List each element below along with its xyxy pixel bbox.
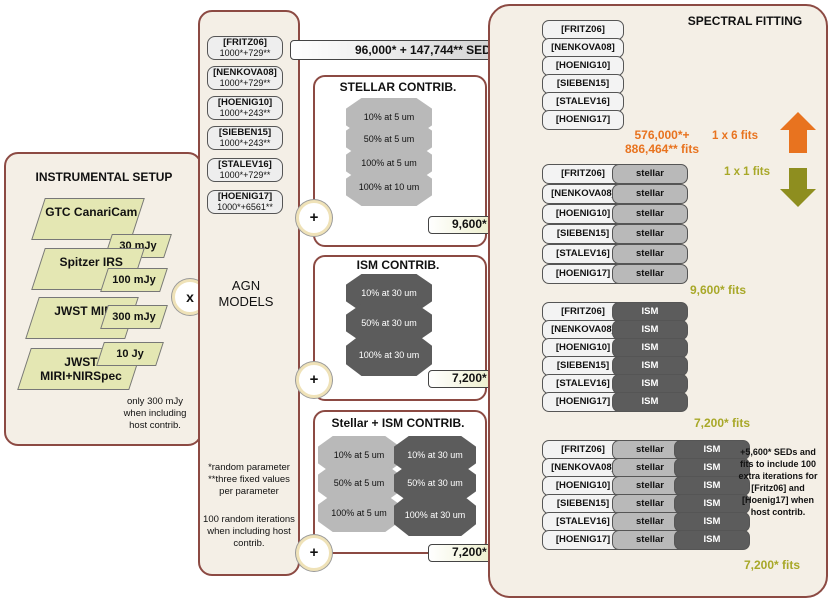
stellar-component: stellar bbox=[612, 204, 688, 224]
agn-model-fritz06: [FRITZ06]1000*+729** bbox=[207, 36, 283, 60]
spectral-model-tag: [HOENIG17] bbox=[542, 264, 624, 284]
plus-stellar: + bbox=[296, 200, 332, 236]
combo-ism-100: 100% at 30 um bbox=[394, 494, 476, 536]
spectral-model-tag: [HOENIG17] bbox=[542, 110, 624, 130]
agn-model-nenkova08: [NENKOVA08]1000*+729** bbox=[207, 66, 283, 90]
spectral-model-tag: [NENKOVA08] bbox=[542, 38, 624, 58]
arrow-up-orange-icon bbox=[780, 112, 816, 130]
ism-component: ISM bbox=[674, 530, 750, 550]
agn-model-stalev16: [STALEV16]1000*+729** bbox=[207, 158, 283, 182]
agn-model-hoenig17: [HOENIG17]1000*+6561** bbox=[207, 190, 283, 214]
plus-ism: + bbox=[296, 362, 332, 398]
ism-component: ISM bbox=[612, 374, 688, 394]
agn-model-hoenig10: [HOENIG10]1000*+243** bbox=[207, 96, 283, 120]
ism-contrib-title: ISM CONTRIB. bbox=[356, 258, 440, 272]
stellar-component: stellar bbox=[612, 184, 688, 204]
arrow-down-olive-stem bbox=[789, 168, 807, 190]
agn-legend: *random parameter **three fixed values p… bbox=[208, 462, 290, 497]
arrow-up-orange-stem bbox=[789, 129, 807, 153]
ism-component: ISM bbox=[612, 302, 688, 322]
stellar-component: stellar bbox=[612, 530, 688, 550]
spectral-model-tag: [FRITZ06] bbox=[542, 20, 624, 40]
flux-300mjy: 300 mJy bbox=[100, 305, 168, 329]
ism-component: ISM bbox=[612, 356, 688, 376]
top-fits-label: 576,000*+ 886,464** fits bbox=[624, 128, 700, 156]
flux-100mjy: 100 mJy bbox=[100, 268, 168, 292]
plus-stellar-ism: + bbox=[296, 535, 332, 571]
stellar-ism-fits-label: 7,200* fits bbox=[744, 558, 801, 572]
legend-1x1: 1 x 1 fits bbox=[724, 166, 771, 178]
ism-component: ISM bbox=[612, 320, 688, 340]
agn-model-sieben15: [SIEBEN15]1000*+243** bbox=[207, 126, 283, 150]
spectral-fitting-title: SPECTRAL FITTING bbox=[687, 14, 803, 28]
agn-models-label: AGN MODELS bbox=[218, 278, 274, 309]
agn-host-note: 100 random iterations when including hos… bbox=[203, 514, 295, 549]
ism-fits-label: 7,200* fits bbox=[694, 416, 751, 430]
arrow-down-olive-icon bbox=[780, 189, 816, 207]
spectral-model-tag: [SIEBEN15] bbox=[542, 74, 624, 94]
legend-1x6: 1 x 6 fits bbox=[712, 130, 759, 142]
spectral-model-tag: [STALEV16] bbox=[542, 92, 624, 112]
stellar-component: stellar bbox=[612, 264, 688, 284]
spectral-model-tag: [HOENIG10] bbox=[542, 56, 624, 76]
ism-component: ISM bbox=[612, 338, 688, 358]
flux-10jy: 10 Jy bbox=[96, 342, 164, 366]
stellar-component: stellar bbox=[612, 164, 688, 184]
stellar-component: stellar bbox=[612, 244, 688, 264]
combo-stellar-100: 100% at 5 um bbox=[318, 494, 400, 532]
stellar-ism-contrib-title: Stellar + ISM CONTRIB. bbox=[331, 416, 465, 430]
top-seds-label: 96,000* + 147,744** SEDs bbox=[355, 43, 498, 57]
stellar-contrib-title: STELLAR CONTRIB. bbox=[339, 80, 457, 94]
extra-iterations-note: +5,600* SEDs and fits to include 100 ext… bbox=[738, 447, 818, 517]
stellar-item-100-10: 100% at 10 um bbox=[346, 168, 432, 206]
ism-item-100: 100% at 30 um bbox=[346, 334, 432, 376]
stellar-fits-label: 9,600* fits bbox=[690, 283, 747, 297]
instrumental-note: only 300 mJy when including host contrib… bbox=[123, 396, 187, 431]
stellar-component: stellar bbox=[612, 224, 688, 244]
ism-component: ISM bbox=[612, 392, 688, 412]
instrumental-setup-title: INSTRUMENTAL SETUP bbox=[35, 170, 173, 184]
